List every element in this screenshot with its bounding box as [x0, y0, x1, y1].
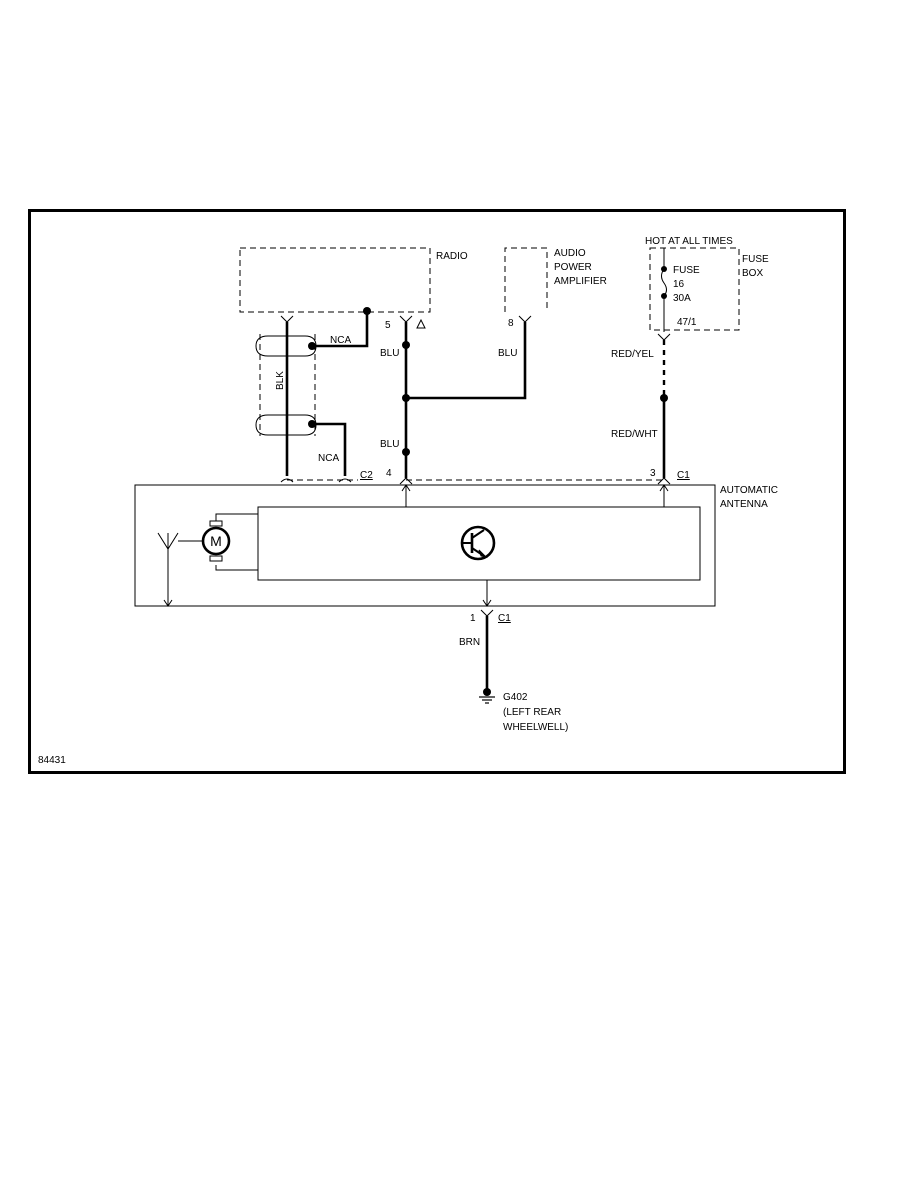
connector-pin-1-terminal — [480, 609, 494, 617]
wire-label-brn: BRN — [459, 637, 480, 648]
connector-pin-3-label: 3 — [650, 468, 656, 479]
diagram-id: 84431 — [38, 755, 66, 766]
ground-location-line-2: WHEELWELL) — [503, 722, 568, 733]
connector-c1-top-label: C1 — [677, 470, 690, 481]
wire-label-nca-top: NCA — [330, 335, 351, 346]
radio-pin-5-label: 5 — [385, 320, 391, 331]
fuse-label: FUSE — [673, 265, 700, 276]
amplifier-label-2: POWER — [554, 262, 592, 273]
radio-terminal-5 — [399, 315, 413, 323]
diagram-border — [28, 209, 846, 774]
amplifier-box — [504, 247, 548, 312]
fuse-box-component: HOT AT ALL TIMES FUSE BOX FUSE 16 30A 47… — [645, 236, 769, 341]
connector-pin-1-label: 1 — [470, 613, 476, 624]
wire-label-blu-radio: BLU — [380, 348, 399, 359]
wire-blu-amp — [406, 322, 527, 400]
motor-letter: M — [210, 533, 222, 549]
radio-box — [239, 247, 431, 313]
wire-nca-top — [312, 311, 369, 348]
radio-label: RADIO — [436, 251, 468, 262]
blu-circuit: BLU BLU BLU — [380, 322, 527, 478]
antenna-control-module — [257, 506, 701, 581]
antenna-connectors: C2 4 3 C1 — [280, 468, 690, 485]
fuse-box-outline — [649, 247, 740, 331]
wire-label-red-yel: RED/YEL — [611, 349, 654, 360]
antenna-label-1: AUTOMATIC — [720, 485, 778, 496]
hot-at-all-times-label: HOT AT ALL TIMES — [645, 236, 733, 247]
fuse-box-label-2: BOX — [742, 268, 763, 279]
connector-pin-4-label: 4 — [386, 468, 392, 479]
ground-id-label: G402 — [503, 692, 528, 703]
radio-component: RADIO 5 — [239, 247, 468, 331]
connector-c1-bottom-label: C1 — [498, 613, 511, 624]
radio-note-triangle-icon — [416, 318, 426, 329]
blu-splice-middle — [402, 394, 410, 402]
nca-bottom-splice — [308, 420, 316, 428]
shield-top-loop — [255, 335, 317, 357]
connector-pin-3-terminal — [657, 477, 671, 485]
blu-splice-top — [402, 341, 410, 349]
wire-label-blu-amp: BLU — [498, 348, 517, 359]
amplifier-label-3: AMPLIFIER — [554, 276, 607, 287]
ground-location-line-1: (LEFT REAR — [503, 707, 561, 718]
motor-icon: M — [178, 513, 258, 571]
power-circuit: RED/YEL RED/WHT — [611, 340, 668, 478]
antenna-mast-icon — [157, 532, 179, 607]
antenna-outline — [134, 484, 716, 607]
amplifier-component: AUDIO POWER AMPLIFIER 8 — [504, 247, 607, 329]
amplifier-pin-8-label: 8 — [508, 318, 514, 329]
amplifier-terminal-8 — [518, 315, 532, 323]
connector-pin-4-terminal — [399, 477, 413, 485]
fuse-rating: 30A — [673, 293, 691, 304]
shielded-cable: BLK NCA NCA — [255, 311, 369, 476]
fuse-element-icon — [661, 268, 667, 297]
blu-splice-bottom — [402, 448, 410, 456]
wire-label-blk: BLK — [275, 371, 286, 390]
antenna-label-2: ANTENNA — [720, 499, 768, 510]
module-arrow-4-icon — [401, 484, 411, 492]
antenna-component: AUTOMATIC ANTENNA M — [134, 484, 778, 607]
ground-symbol-icon — [479, 688, 495, 704]
ground-circuit: 1 C1 BRN G402 (LEFT REAR WHEELWELL) — [459, 609, 568, 733]
wire-nca-bottom — [312, 422, 347, 476]
transistor-icon — [460, 525, 496, 561]
module-arrow-3-icon — [659, 484, 669, 492]
connector-c2-label: C2 — [360, 470, 373, 481]
wire-label-nca-bottom: NCA — [318, 453, 339, 464]
fuse-number: 16 — [673, 279, 685, 290]
fuse-box-label-1: FUSE — [742, 254, 769, 265]
module-ground-arrow-icon — [482, 599, 492, 607]
nca-top-splice — [308, 342, 316, 350]
wire-label-red-wht: RED/WHT — [611, 429, 658, 440]
wire-label-blu-lower: BLU — [380, 439, 399, 450]
shield-bottom-loop — [255, 414, 317, 436]
fuse-box-connector — [657, 333, 671, 341]
fuse-terminal-label: 47/1 — [677, 317, 697, 328]
radio-terminal-blk — [280, 315, 294, 323]
connector-nca-terminal — [338, 478, 352, 483]
connector-blk-terminal — [280, 478, 294, 483]
amplifier-label-1: AUDIO — [554, 248, 586, 259]
